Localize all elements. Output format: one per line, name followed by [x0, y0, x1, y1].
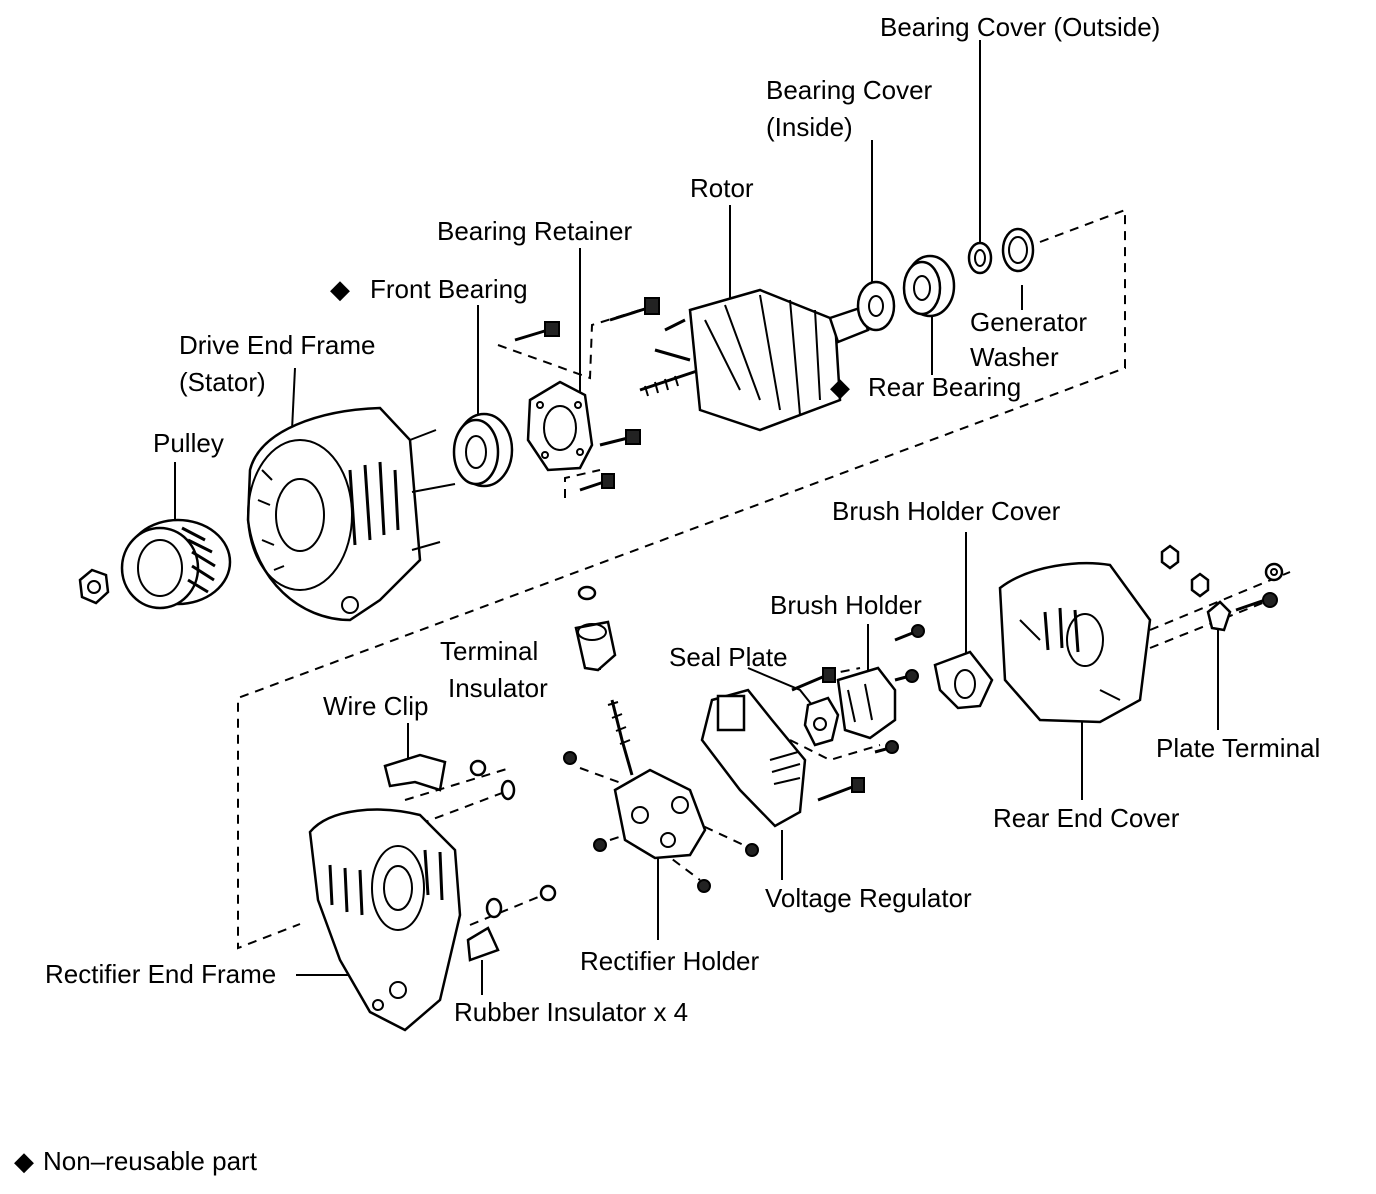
- bearing-retainer: [526, 380, 594, 472]
- label-plate-terminal: Plate Terminal: [1156, 733, 1320, 763]
- label-rear-bearing: Rear Bearing: [868, 372, 1021, 402]
- generator-washer: [1001, 227, 1035, 273]
- drive-end-frame: [246, 406, 456, 622]
- front-bearing-nonreusable-marker: ◆: [330, 274, 350, 304]
- label-drive-end-frame: Drive End Frame: [179, 330, 376, 360]
- label-bearing-retainer: Bearing Retainer: [437, 216, 632, 246]
- seal-plate: [791, 667, 840, 747]
- label-bearing-cover-outside: Bearing Cover (Outside): [880, 12, 1160, 42]
- rotor: [639, 288, 870, 432]
- label-rubber-insulator: Rubber Insulator x 4: [454, 997, 688, 1027]
- rectifier-holder: [563, 699, 759, 893]
- leader-lines: [174, 40, 1219, 995]
- label-voltage-regulator: Voltage Regulator: [765, 883, 972, 913]
- label-generator-washer-line2: Washer: [970, 342, 1059, 372]
- brush-holder: [836, 624, 925, 754]
- label-pulley: Pulley: [153, 428, 224, 458]
- legend-symbol: ◆: [14, 1146, 34, 1176]
- voltage-regulator: [700, 688, 865, 828]
- label-brush-holder: Brush Holder: [770, 590, 922, 620]
- terminal-insulator: [574, 585, 617, 672]
- label-terminal-insulator: Terminal: [440, 636, 538, 666]
- label-terminal-insulator-line2: Insulator: [448, 673, 548, 703]
- label-seal-plate: Seal Plate: [669, 642, 788, 672]
- rear-cover-nuts: [1160, 544, 1284, 632]
- label-rectifier-holder: Rectifier Holder: [580, 946, 760, 976]
- label-rear-end-cover: Rear End Cover: [993, 803, 1180, 833]
- label-brush-holder-cover: Brush Holder Cover: [832, 496, 1061, 526]
- bearing-cover-outside: [967, 241, 993, 275]
- rear-end-cover: [998, 562, 1152, 724]
- label-wire-clip: Wire Clip: [323, 691, 428, 721]
- front-bearing: [452, 412, 514, 488]
- label-generator-washer: Generator: [970, 307, 1087, 337]
- rubber-insulator: [466, 884, 557, 962]
- pulley-nut: [78, 568, 110, 605]
- wire-clip: [383, 753, 516, 801]
- label-rectifier-end-frame: Rectifier End Frame: [45, 959, 276, 989]
- label-drive-end-frame-line2: (Stator): [179, 367, 266, 397]
- rear-bearing-nonreusable-marker: ◆: [830, 372, 850, 402]
- pulley: [120, 518, 232, 610]
- label-rotor: Rotor: [690, 173, 754, 203]
- rectifier-end-frame: [308, 808, 462, 1032]
- bearing-cover-inside: [856, 280, 896, 332]
- label-bearing-cover-inside: Bearing Cover: [766, 75, 933, 105]
- legend-text: Non–reusable part: [43, 1146, 258, 1176]
- label-bearing-cover-inside-line2: (Inside): [766, 112, 853, 142]
- legend: ◆ Non–reusable part: [14, 1146, 258, 1176]
- retainer-screws: [514, 297, 660, 492]
- rear-bearing: [902, 254, 956, 318]
- brush-holder-cover: [933, 650, 994, 710]
- label-front-bearing: Front Bearing: [370, 274, 528, 304]
